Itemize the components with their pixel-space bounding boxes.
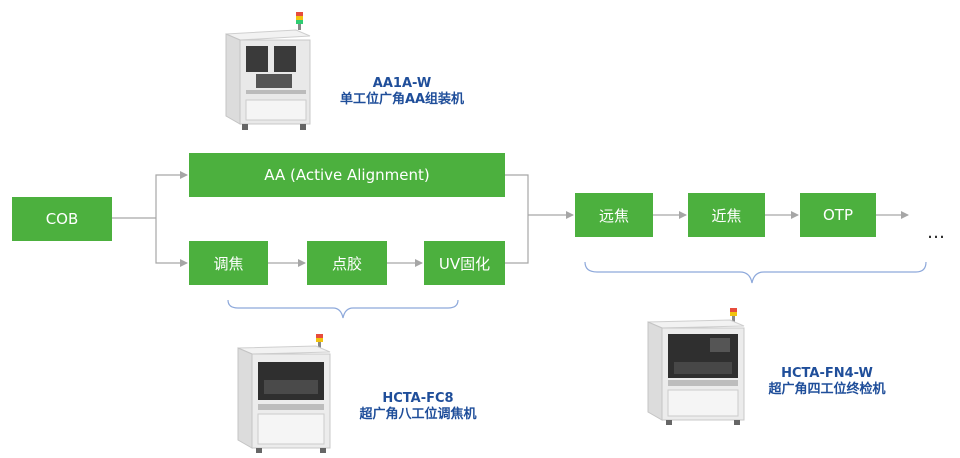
- process-box-otp: OTP: [800, 193, 876, 237]
- process-label: 点胶: [331, 254, 362, 273]
- aa1a-machine-image: [225, 12, 311, 130]
- right-process-brace: [584, 261, 927, 284]
- process-label: 远焦: [598, 206, 629, 225]
- process-label: 调焦: [213, 254, 244, 273]
- fn4-machine-image: [647, 308, 745, 425]
- aa-merge-connector: [505, 174, 529, 215]
- fn4-label: HCTA-FN4-W 超广角四工位终检机: [757, 366, 897, 398]
- process-label: UV固化: [438, 254, 491, 273]
- process-box-near-focus: 近焦: [688, 193, 765, 237]
- machine-description: 单工位广角AA组装机: [339, 92, 465, 107]
- fc8-machine-image: [237, 334, 331, 453]
- continuation-ellipsis: …: [927, 222, 946, 243]
- aa1a-label: AA1A-W 单工位广角AA组装机: [332, 76, 472, 108]
- machine-model: HCTA-FN4-W: [781, 366, 873, 381]
- fc8-label: HCTA-FC8 超广角八工位调焦机: [348, 391, 488, 423]
- process-box-cob: COB: [12, 197, 112, 241]
- process-label: AA (Active Alignment): [264, 166, 430, 184]
- machine-description: 超广角四工位终检机: [768, 382, 886, 397]
- machine-model: AA1A-W: [372, 76, 432, 91]
- process-label: COB: [45, 210, 79, 228]
- cob-to-aa-arrow: [155, 171, 188, 218]
- process-box-uv-curing: UV固化: [424, 241, 505, 285]
- process-label: 近焦: [711, 206, 742, 225]
- uv-merge-connector: [505, 215, 529, 264]
- cob-to-focus-arrow: [155, 218, 188, 267]
- process-box-aa: AA (Active Alignment): [189, 153, 505, 197]
- machine-description: 超广角八工位调焦机: [359, 407, 477, 422]
- process-label: OTP: [822, 206, 853, 224]
- process-box-far-focus: 远焦: [575, 193, 653, 237]
- process-box-focus: 调焦: [189, 241, 268, 285]
- lower-process-brace: [227, 299, 459, 319]
- process-box-glue: 点胶: [307, 241, 387, 285]
- machine-model: HCTA-FC8: [382, 391, 454, 406]
